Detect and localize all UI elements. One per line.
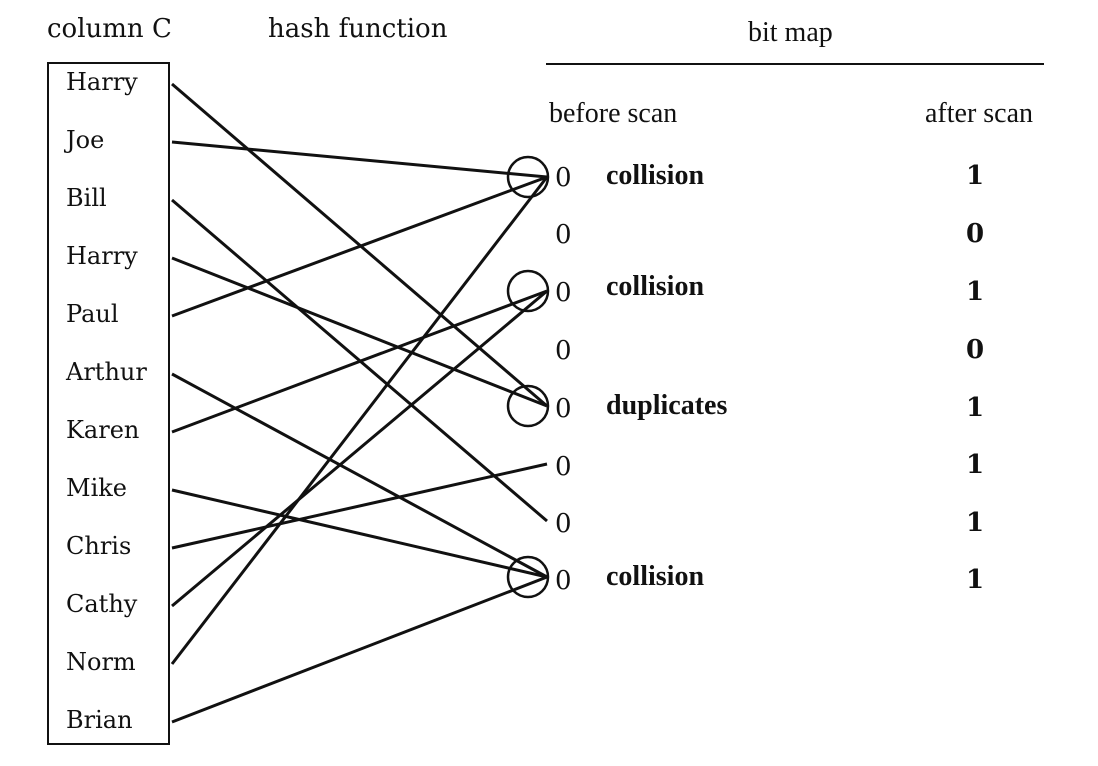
column-value: Brian xyxy=(66,706,133,734)
bit-after: 1 xyxy=(966,565,985,595)
collision-label: collision xyxy=(606,160,705,191)
collision-label: collision xyxy=(606,561,705,592)
column-value: Joe xyxy=(66,126,105,154)
bit-map-rule xyxy=(546,63,1044,65)
column-value: Norm xyxy=(66,648,136,676)
bit-before: 0 xyxy=(555,220,572,250)
duplicates-label: duplicates xyxy=(606,390,728,421)
column-value: Bill xyxy=(66,184,107,212)
column-value: Harry xyxy=(66,242,138,270)
bit-before: 0 xyxy=(555,509,572,539)
bit-map-header: bit map xyxy=(748,17,833,48)
bit-before: 0 xyxy=(555,336,572,366)
before-scan-header: before scan xyxy=(549,98,678,129)
collision-circle xyxy=(506,555,550,599)
bit-after: 1 xyxy=(966,450,985,480)
bit-before: 0 xyxy=(555,452,572,482)
hash-line xyxy=(171,256,548,408)
hash-line xyxy=(171,289,548,434)
column-value: Paul xyxy=(66,300,119,328)
column-value: Mike xyxy=(66,474,127,502)
after-scan-header: after scan xyxy=(925,98,1034,129)
hash-line xyxy=(171,462,548,550)
collision-label: collision xyxy=(606,271,705,302)
hash-line xyxy=(171,175,548,318)
hash-line xyxy=(171,575,548,724)
bit-after: 1 xyxy=(966,393,985,423)
column-c-box xyxy=(47,62,170,745)
hash-line xyxy=(171,488,548,579)
hash-line xyxy=(171,289,548,608)
bit-after: 0 xyxy=(966,335,985,365)
bit-before: 0 xyxy=(555,394,572,424)
bit-before: 0 xyxy=(555,566,572,596)
bit-after: 0 xyxy=(966,219,985,249)
bit-after: 1 xyxy=(966,161,985,191)
bit-after: 1 xyxy=(966,277,985,307)
column-value: Chris xyxy=(66,532,132,560)
column-value: Arthur xyxy=(66,358,147,386)
collision-circle xyxy=(506,155,550,199)
column-value: Harry xyxy=(66,68,138,96)
hash-function-header: hash function xyxy=(268,14,448,44)
bit-after: 1 xyxy=(966,508,985,538)
column-value: Karen xyxy=(66,416,140,444)
bit-before: 0 xyxy=(555,278,572,308)
column-value: Cathy xyxy=(66,590,138,618)
hash-line xyxy=(171,140,548,179)
bit-before: 0 xyxy=(555,163,572,193)
collision-circle xyxy=(506,384,550,428)
column-header: column C xyxy=(47,14,172,44)
collision-circle xyxy=(506,269,550,313)
hash-line xyxy=(170,176,549,665)
